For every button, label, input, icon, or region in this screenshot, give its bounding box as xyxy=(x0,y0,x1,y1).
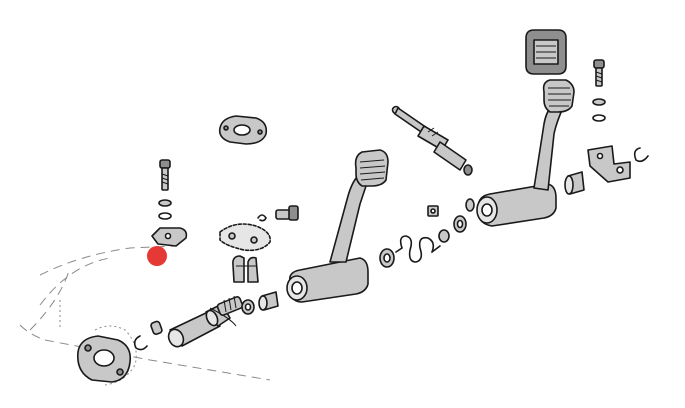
oval-mount-plate xyxy=(218,115,268,145)
washer xyxy=(592,98,606,106)
square-nut-hole xyxy=(430,208,436,214)
pedal-rubber-pad xyxy=(525,29,567,75)
washer xyxy=(158,199,172,207)
cam-plate xyxy=(219,223,272,252)
washer-hole xyxy=(383,253,391,263)
return-spring xyxy=(395,235,441,263)
push-rod xyxy=(391,105,473,176)
circlip-right xyxy=(633,147,649,163)
small-spacer xyxy=(465,198,475,212)
washer xyxy=(438,229,450,243)
bushing-right xyxy=(564,171,585,195)
bolt-horizontal xyxy=(275,205,299,221)
bolt-vertical-right xyxy=(593,59,605,87)
washer xyxy=(158,212,172,220)
spring-clip xyxy=(257,214,267,222)
brake-pedal xyxy=(476,79,575,227)
rubber-boot xyxy=(232,255,259,283)
washer xyxy=(592,114,606,122)
bushing-left xyxy=(258,291,279,311)
mounting-flange xyxy=(76,335,132,383)
bushing-hole xyxy=(456,219,464,229)
right-bracket xyxy=(587,145,631,183)
pedal-shaft xyxy=(167,303,237,348)
clutch-pedal xyxy=(286,149,389,303)
threaded-stud xyxy=(216,295,244,316)
circlip xyxy=(133,335,148,351)
spacer-ring-hole xyxy=(244,303,252,311)
highlight-marker xyxy=(147,246,167,266)
bracket-plate xyxy=(151,227,188,247)
small-bushing xyxy=(150,320,163,335)
bolt-vertical-left xyxy=(159,159,171,191)
